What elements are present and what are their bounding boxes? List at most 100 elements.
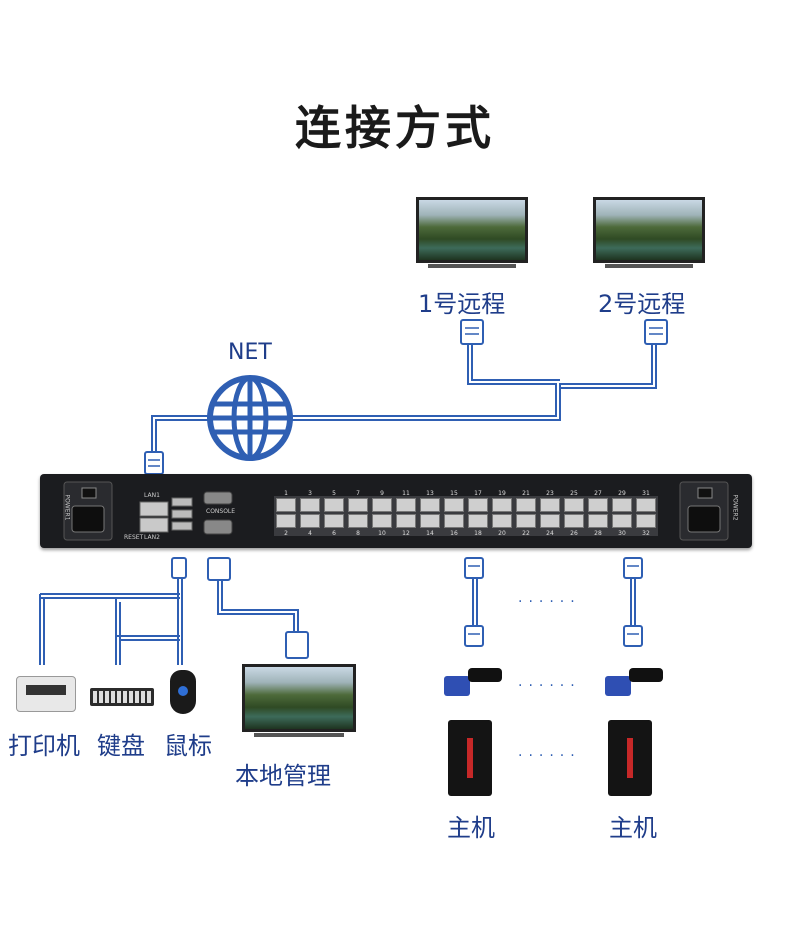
port-number-label: 6: [332, 530, 336, 537]
net-label: NET: [228, 340, 272, 365]
port-number-label: 4: [308, 530, 312, 537]
console-label: CONSOLE: [206, 508, 236, 515]
rj45-port: [468, 514, 488, 528]
rj45-port: [324, 498, 344, 512]
rj45-connector: [623, 557, 643, 579]
monitor-stand: [254, 733, 344, 737]
rj45-port: [276, 498, 296, 512]
monitor-stand: [605, 264, 693, 268]
port-number-label: 32: [642, 530, 650, 537]
port-number-label: 8: [356, 530, 360, 537]
rj45-port: [300, 498, 320, 512]
rj45-port: [492, 514, 512, 528]
rj45-port: [636, 498, 656, 512]
rj45-port: [420, 514, 440, 528]
rj45-port: [516, 514, 536, 528]
rj45-connector: [460, 319, 484, 345]
vga-adapter-icon: [605, 664, 665, 704]
page-title: 连接方式: [295, 101, 495, 155]
port-number-label: 1: [284, 490, 288, 497]
rj45-port: [564, 514, 584, 528]
power1-label: POWER1: [63, 494, 71, 521]
rj45-port: [540, 514, 560, 528]
rj45-port: [372, 498, 392, 512]
rj45-port: [636, 514, 656, 528]
port-number-label: 18: [474, 530, 482, 537]
host-tower-icon: [608, 720, 652, 796]
printer-label: 打印机: [8, 732, 80, 760]
monitor-stand: [428, 264, 516, 268]
rj45-connector: [464, 625, 484, 647]
remote-label-2: 2号远程: [598, 290, 686, 318]
ellipsis: ......: [518, 674, 581, 690]
remote-monitor-1: [416, 197, 528, 263]
host-tower-icon: [448, 720, 492, 796]
rj45-port: [588, 514, 608, 528]
port-number-label: 11: [402, 490, 410, 497]
rj45-port: [348, 498, 368, 512]
port-number-label: 26: [570, 530, 578, 537]
lan2-label: LAN2: [144, 534, 160, 541]
ellipsis: ......: [518, 744, 581, 760]
port-number-label: 23: [546, 490, 554, 497]
port-number-label: 20: [498, 530, 506, 537]
port-number-label: 25: [570, 490, 578, 497]
rj45-port: [444, 514, 464, 528]
rj45-port: [324, 514, 344, 528]
port-number-label: 12: [402, 530, 410, 537]
port-number-label: 28: [594, 530, 602, 537]
rj45-port: [564, 498, 584, 512]
rj45-port: [276, 514, 296, 528]
ellipsis: ......: [518, 590, 581, 606]
local-monitor: [242, 664, 356, 732]
rj45-port: [516, 498, 536, 512]
vga-cable: [217, 580, 295, 634]
rj45-port: [420, 498, 440, 512]
printer-icon: [16, 676, 76, 712]
rj45-port: [444, 498, 464, 512]
keyboard-label: 键盘: [97, 732, 145, 760]
rj45-port: [588, 498, 608, 512]
mouse-icon: [170, 670, 196, 714]
rj45-port: [396, 498, 416, 512]
port-number-label: 31: [642, 490, 650, 497]
port-number-label: 16: [450, 530, 458, 537]
port-number-label: 3: [308, 490, 312, 497]
rj45-port: [492, 498, 512, 512]
remote1-cable: [290, 345, 557, 417]
rj45-connector: [144, 451, 164, 475]
mouse-label: 鼠标: [164, 732, 212, 760]
rj45-connector: [644, 319, 668, 345]
rj45-connector: [464, 557, 484, 579]
port-number-label: 7: [356, 490, 360, 497]
port-number-label: 22: [522, 530, 530, 537]
vga-connector: [285, 631, 309, 659]
port-number-label: 19: [498, 490, 506, 497]
port-number-label: 27: [594, 490, 602, 497]
vga-connector: [207, 557, 231, 581]
globe-icon: [207, 375, 293, 461]
port-number-label: 2: [284, 530, 288, 537]
port-number-label: 14: [426, 530, 434, 537]
port-number-label: 29: [618, 490, 626, 497]
usb-connector: [171, 557, 187, 579]
keyboard-icon: [90, 688, 154, 706]
rj45-connector: [623, 625, 643, 647]
port-number-label: 30: [618, 530, 626, 537]
rj45-port: [612, 514, 632, 528]
rj45-port: [372, 514, 392, 528]
port-number-label: 15: [450, 490, 458, 497]
lan1-label: LAN1: [144, 492, 160, 499]
port-number-label: 13: [426, 490, 434, 497]
rj45-port: [612, 498, 632, 512]
host-label-1: 主机: [447, 814, 495, 842]
vga-adapter-icon: [444, 664, 504, 704]
rj45-port: [468, 498, 488, 512]
remote-label-1: 1号远程: [418, 290, 506, 318]
power2-label: POWER2: [731, 494, 739, 521]
port-number-label: 10: [378, 530, 386, 537]
port-number-label: 9: [380, 490, 384, 497]
